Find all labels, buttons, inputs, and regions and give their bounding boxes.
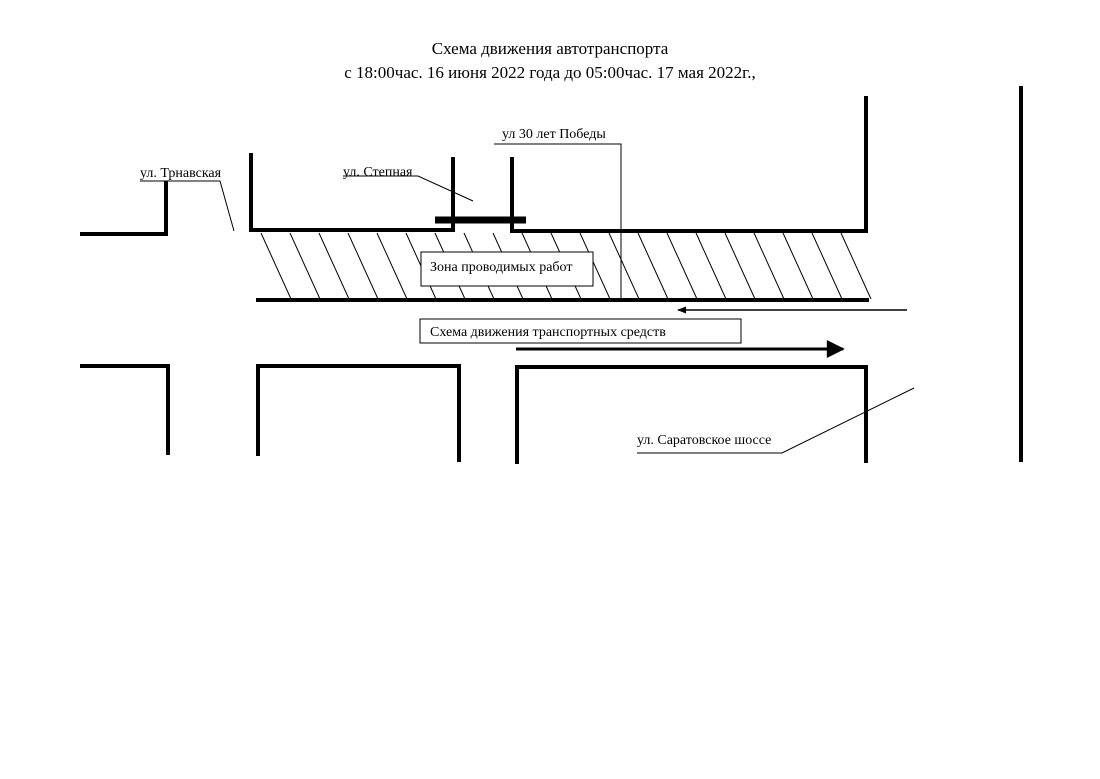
- label-stepnaya: ул. Степная: [343, 165, 413, 180]
- diagram-subtitle: с 18:00час. 16 июня 2022 года до 05:00ча…: [344, 63, 756, 82]
- hatch-line: [289, 232, 321, 300]
- hatch-line: [811, 232, 843, 300]
- traffic-scheme-label-box: [419, 318, 742, 344]
- hatch-line: [260, 232, 292, 300]
- leader-saratovskoe: [637, 387, 915, 454]
- label-saratovskoe: ул. Саратовское шоссе: [637, 433, 771, 448]
- block-bottom-right: [515, 365, 868, 464]
- block-top-middle-left: [249, 153, 455, 232]
- hatch-line: [608, 232, 640, 300]
- block-bottom-middle: [256, 364, 461, 462]
- diagram-title: Схема движения автотранспорта: [431, 39, 669, 58]
- hatch-line: [695, 232, 727, 300]
- block-bottom-left: [80, 364, 170, 455]
- hatch-line: [753, 232, 785, 300]
- hatch-line: [637, 232, 669, 300]
- leader-pobedy: [494, 143, 622, 300]
- hatch-line: [579, 232, 611, 300]
- block-top-middle-right: [510, 96, 868, 233]
- hatch-line: [782, 232, 814, 300]
- hatch-line: [724, 232, 756, 300]
- hatch-line: [376, 232, 408, 300]
- leader-stepnaya: [343, 175, 474, 202]
- label-trnavskaya: ул. Трнавская: [140, 166, 222, 181]
- work-zone-label-box: [420, 251, 594, 287]
- work-zone-label: Зона проводимых работ: [430, 260, 572, 275]
- label-pobedy: ул 30 лет Победы: [502, 127, 606, 142]
- traffic-scheme-label: Схема движения транспортных средств: [430, 325, 666, 340]
- hatch-line: [840, 232, 872, 300]
- block-top-left: [80, 181, 168, 236]
- leader-trnavskaya: [140, 180, 235, 232]
- hatch-line: [347, 232, 379, 300]
- hatch-line: [318, 232, 350, 300]
- hatch-line: [666, 232, 698, 300]
